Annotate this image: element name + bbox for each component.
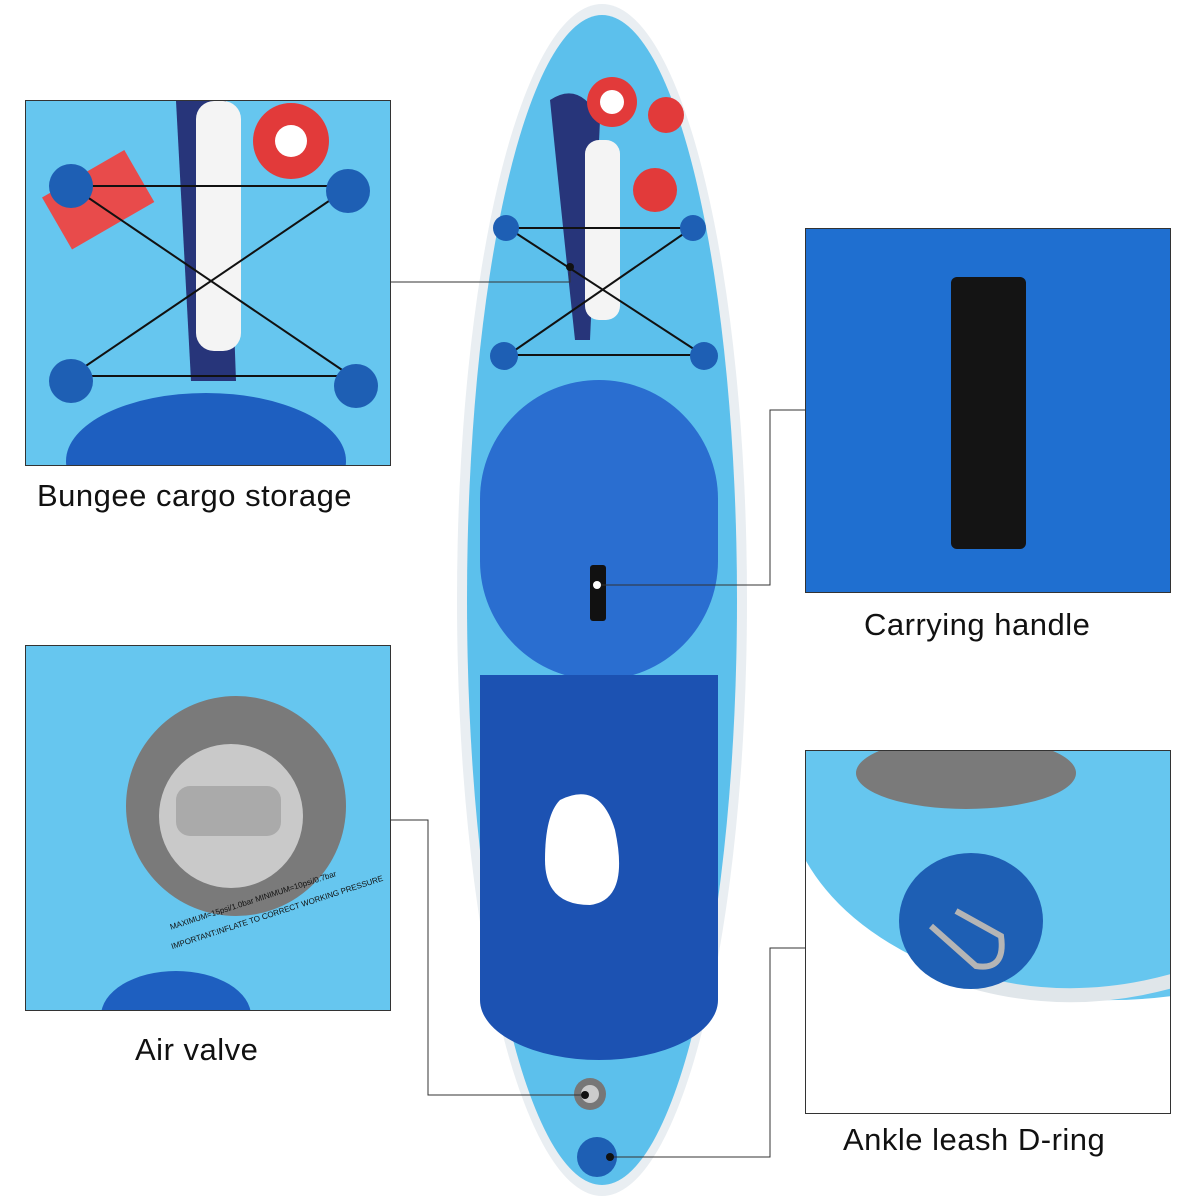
- bag-icon: [648, 97, 684, 133]
- tie-down-rings: [490, 215, 718, 370]
- callout-dot: [593, 581, 601, 589]
- handle-detail-panel: [805, 228, 1171, 593]
- bungee-label: Bungee cargo storage: [37, 478, 353, 513]
- valve-label: Air valve: [135, 1032, 259, 1067]
- callout-dot: [566, 263, 574, 271]
- d-ring-mark: [577, 1137, 617, 1177]
- handle-label: Carrying handle: [864, 607, 1091, 642]
- callout-lines: [390, 268, 805, 1158]
- figure-body: [585, 140, 620, 320]
- deck-pad-upper: [480, 380, 718, 680]
- carrying-handle-mark: [590, 565, 606, 621]
- dring-label: Ankle leash D-ring: [843, 1122, 1106, 1157]
- deck-logo: [545, 794, 620, 905]
- hat-center: [600, 90, 624, 114]
- bungee-detail-panel: [25, 100, 391, 466]
- valve-detail-panel: IMPORTANT:INFLATE TO CORRECT WORKING PRE…: [25, 645, 391, 1011]
- d-ring-image: [806, 751, 1170, 1003]
- bungee-cords: [507, 227, 704, 356]
- callout-dot: [606, 1153, 614, 1161]
- bungee-detail-image: [42, 101, 378, 465]
- callout-dot: [581, 1091, 589, 1099]
- air-valve-image: [101, 696, 346, 1010]
- carrying-handle-strap: [951, 277, 1026, 549]
- beach-ball-icon: [633, 168, 677, 212]
- dring-detail-panel: [805, 750, 1171, 1114]
